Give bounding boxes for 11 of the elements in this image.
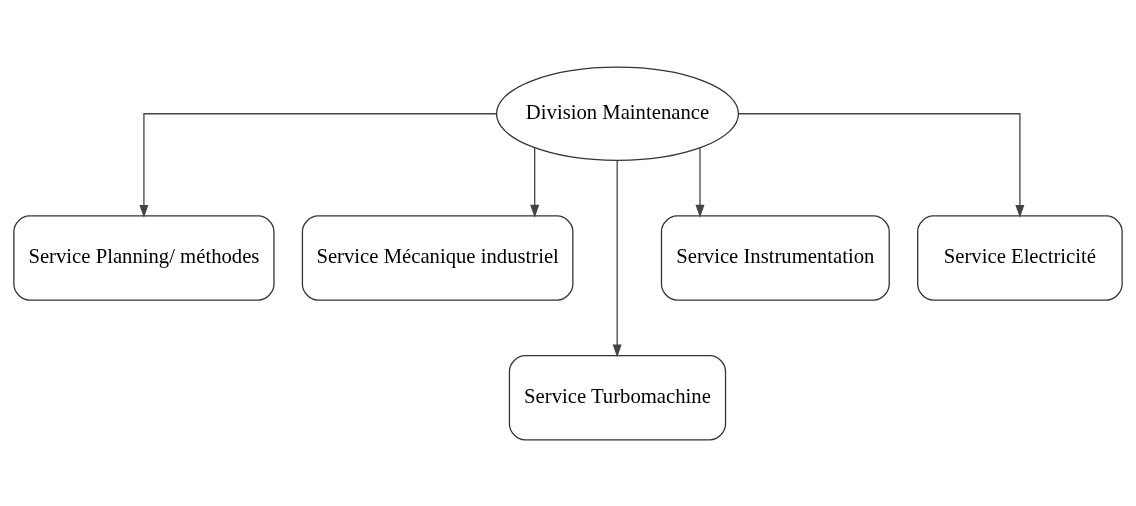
arrow: [139, 112, 497, 218]
node-box: Service Mécanique industriel: [301, 214, 574, 301]
arrow: [738, 112, 1025, 218]
arrow: [530, 146, 540, 218]
arrow: [695, 146, 705, 218]
node-ellipse: Division Maintenance: [495, 66, 740, 161]
node-box: Service Turbomachine: [508, 354, 727, 440]
node-box: Service Electricité: [917, 214, 1123, 301]
node-box: Service Instrumentation: [660, 214, 890, 301]
arrow: [612, 159, 622, 357]
node-box: Service Planning/ méthodes: [13, 214, 275, 301]
